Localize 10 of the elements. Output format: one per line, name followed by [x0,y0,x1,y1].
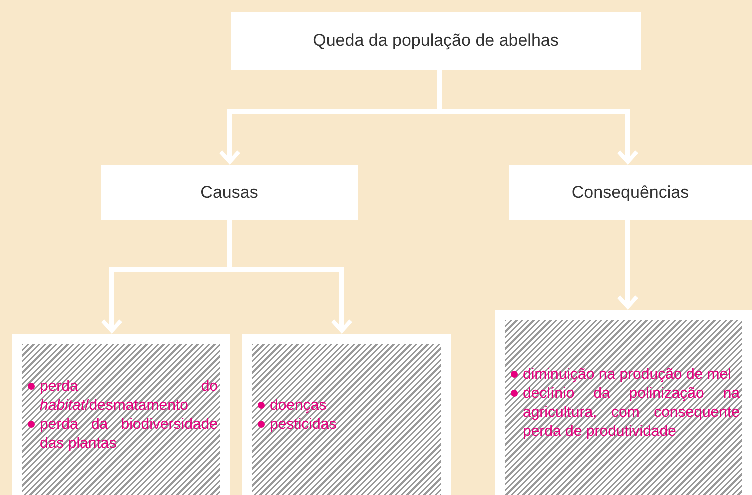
title-box: Consequências [509,165,752,220]
bullet-text: pesticidas [270,416,337,432]
title-box: Causas [101,165,358,220]
arrow [617,220,639,309]
bullet-text: doenças [270,396,327,414]
bullet-text: declínio da polinização na agricultura, com consequente perda de produtividade [523,384,740,440]
title-box: Queda da população de abelhas [231,12,641,70]
bullet-text: perda da biodiversidade das plantas [40,416,218,452]
bullet-text: diminuição na produção de mel [523,366,732,382]
list-box [242,334,451,495]
